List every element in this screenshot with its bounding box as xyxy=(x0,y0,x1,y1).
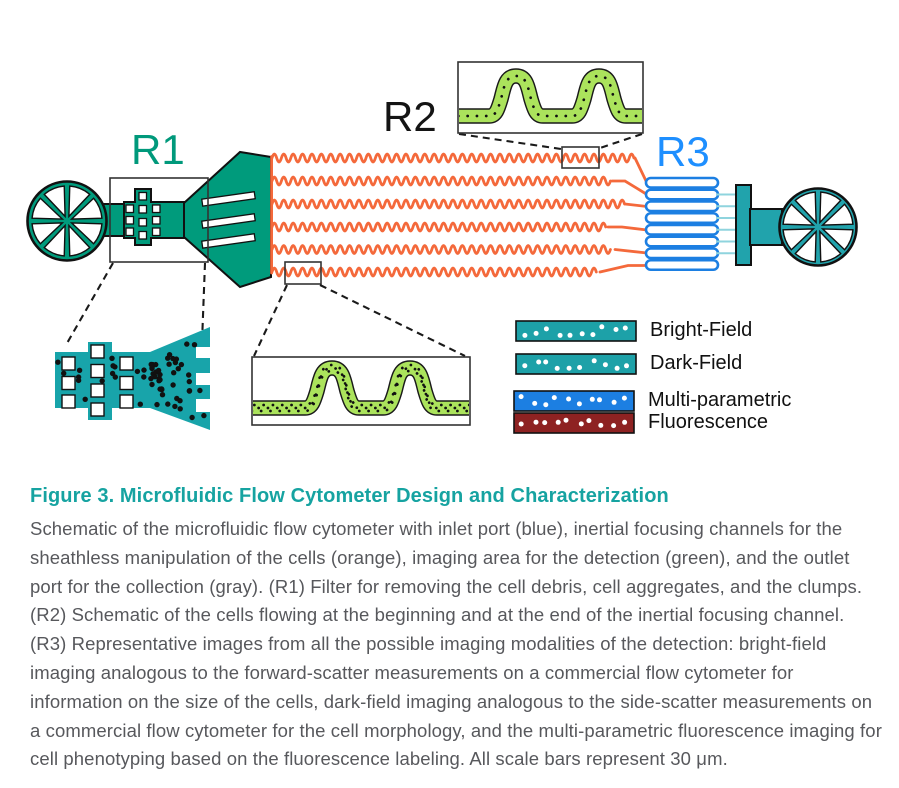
r2-label: R2 xyxy=(383,93,437,140)
serpentine-channels xyxy=(644,176,720,272)
inset-channel-end xyxy=(457,61,644,134)
fluorescence-swatch xyxy=(513,411,635,434)
caption-title-text: Microfluidic Flow Cytometer Design and C… xyxy=(119,485,669,507)
figure-caption: Figure 3. Microfluidic Flow Cytometer De… xyxy=(30,485,882,774)
multi-parametric-swatch xyxy=(513,389,635,412)
dark-field-swatch xyxy=(515,352,637,375)
cytometer-schematic: R1 R2 R3 xyxy=(26,61,858,430)
inset-filter-zoom xyxy=(55,327,211,430)
r1-region-box xyxy=(109,177,209,263)
inlet-port-wheel xyxy=(26,180,108,262)
legend-item-dark-field: Dark-Field xyxy=(515,352,742,375)
dashed-leaders xyxy=(65,132,643,357)
outlet-arm xyxy=(749,208,783,246)
inset-channel-start xyxy=(251,356,471,426)
caption-figure-number: Figure 3. xyxy=(30,485,115,507)
outlet-links xyxy=(716,193,737,255)
legend-label-fluorescence: Fluorescence xyxy=(648,411,769,433)
focusing-channels xyxy=(270,152,649,278)
flow-splitter-slits xyxy=(201,191,256,249)
caption-title: Figure 3. Microfluidic Flow Cytometer De… xyxy=(30,485,882,508)
r2-start-marker-box xyxy=(284,261,322,285)
r2-end-marker-box xyxy=(561,146,600,169)
outlet-bar xyxy=(735,184,752,266)
outlet-port-wheel xyxy=(778,187,858,267)
r1-filter-pillars xyxy=(125,191,161,240)
legend-item-bright-field: Bright-Field xyxy=(515,319,752,342)
r3-label: R3 xyxy=(656,128,710,175)
r1-label: R1 xyxy=(131,126,185,173)
legend-label-bright-field: Bright-Field xyxy=(650,319,753,341)
legend-label-dark-field: Dark-Field xyxy=(650,352,743,374)
legend-item-fluorescence: Fluorescence xyxy=(513,411,768,434)
caption-body: Schematic of the microfluidic flow cytom… xyxy=(30,518,882,770)
bright-field-swatch xyxy=(515,319,637,342)
legend-label-multi-parametric: Multi-parametric xyxy=(648,389,792,411)
legend-item-multi-parametric: Multi-parametric xyxy=(513,389,791,412)
